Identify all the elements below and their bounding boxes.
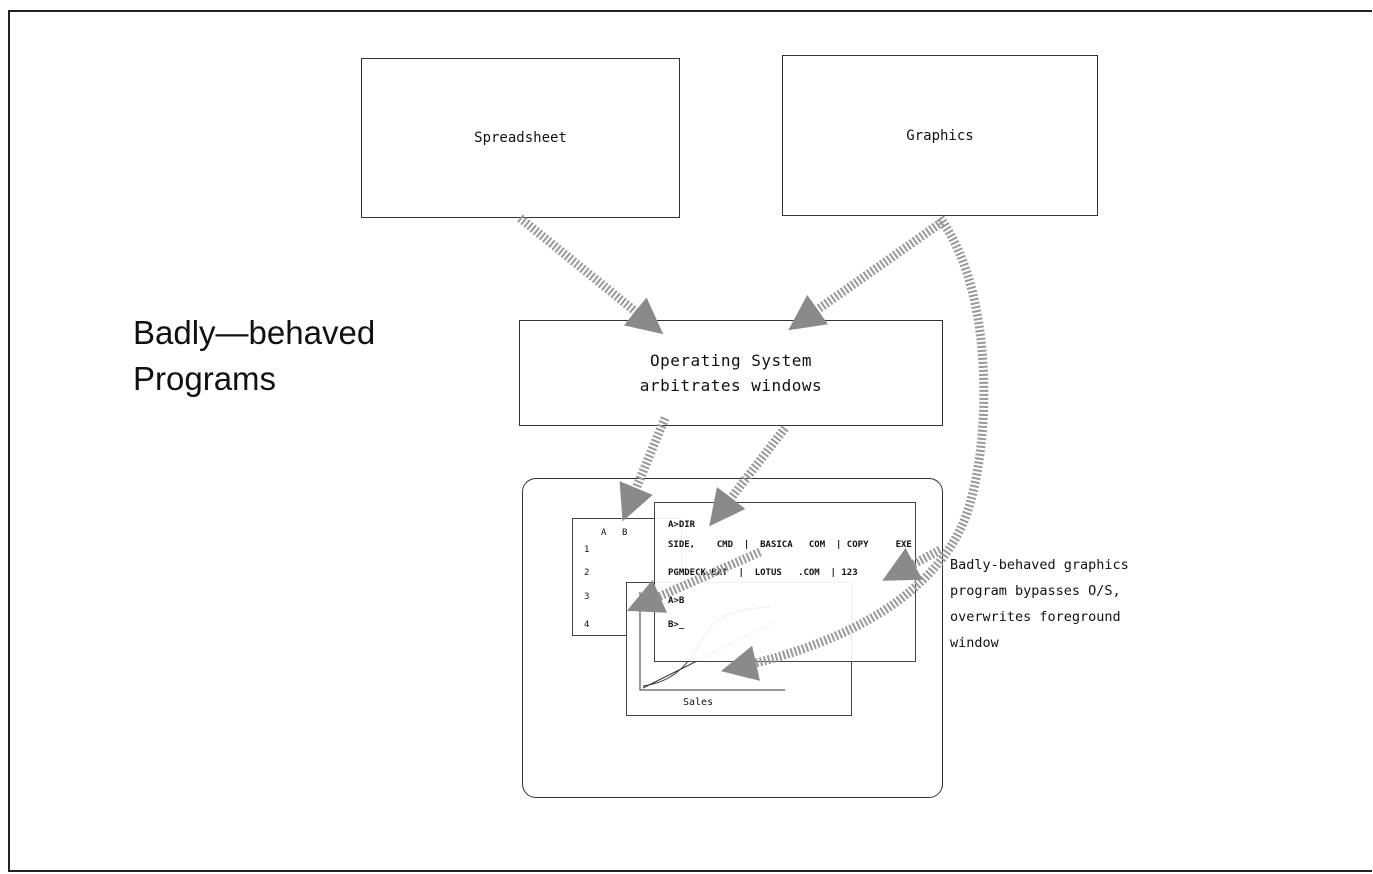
arrow-bypass-to-chart <box>626 547 762 613</box>
sheet-row-1: 1 <box>584 545 590 555</box>
dos-line-4: A>B <box>668 596 685 606</box>
os-label-line-2: arbitrates windows <box>639 376 823 395</box>
chart-sales-label: Sales <box>683 697 714 708</box>
dos-window <box>654 502 916 662</box>
caption-line-1: Badly-behaved graphics <box>950 557 1129 573</box>
sheet-col-b: B <box>622 528 628 538</box>
spreadsheet-program-box: Spreadsheet <box>361 58 680 218</box>
caption-line-4: window <box>950 635 999 651</box>
arrow-graphics-to-os <box>788 218 945 331</box>
graphics-program-box: Graphics <box>782 55 1098 216</box>
chart-axes <box>639 592 785 691</box>
title-line-1: Badly—behaved <box>133 314 376 351</box>
sheet-col-a: A <box>601 528 607 538</box>
diagram-title: Badly—behaved Programs <box>133 310 375 402</box>
os-label-line-1: Operating System <box>649 351 813 370</box>
arrow-caption-pointer <box>882 546 943 581</box>
arrow-spreadsheet-to-os <box>517 214 664 335</box>
dos-line-5: B>_ <box>668 620 685 630</box>
title-line-2: Programs <box>133 360 277 397</box>
sheet-row-2: 2 <box>584 568 590 578</box>
arrow-os-to-chart-window <box>709 425 789 527</box>
caption-line-2: program bypasses O/S, <box>950 583 1121 599</box>
dos-line-1: A>DIR <box>668 520 696 530</box>
graphics-label: Graphics <box>906 127 974 144</box>
dos-line-2: SIDE, CMD | BASICA COM | COPY EXE <box>668 540 912 550</box>
sheet-row-3: 3 <box>584 592 590 602</box>
operating-system-box: Operating System arbitrates windows <box>519 320 943 426</box>
bypass-caption: Badly-behaved graphics program bypasses … <box>950 552 1129 656</box>
arrow-os-to-spreadsheet-window <box>619 416 670 522</box>
spreadsheet-label: Spreadsheet <box>474 130 567 146</box>
caption-line-3: overwrites foreground <box>950 609 1121 625</box>
sheet-row-4: 4 <box>584 620 590 630</box>
diagram-frame <box>8 10 1372 872</box>
